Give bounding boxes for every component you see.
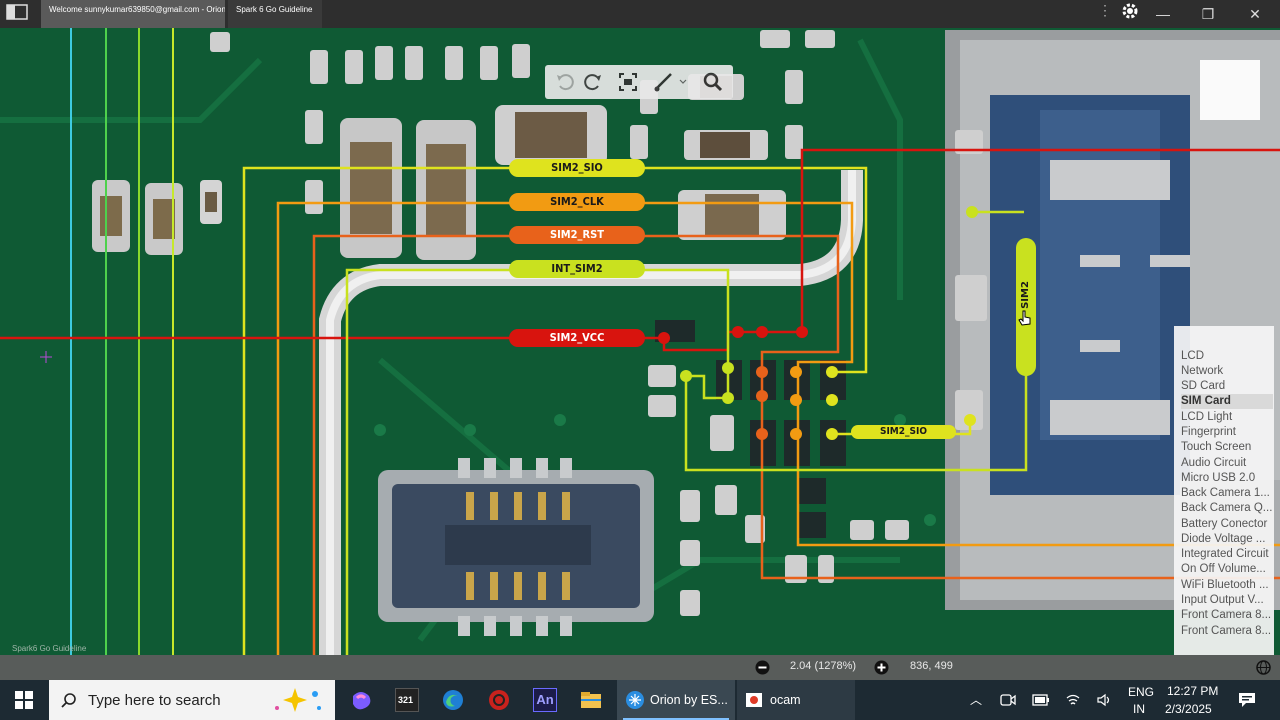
menu-item[interactable]: Fingerprint [1181,426,1236,438]
maximize-button[interactable]: ❐ [1201,6,1215,22]
language-bottom[interactable]: IN [1133,702,1145,716]
tab-spark-guideline-label: Spark 6 Go Guideline [236,5,313,14]
net-label-sim2-sio-top[interactable]: SIM2_SIO [509,159,645,177]
meet-now-icon[interactable] [1000,693,1016,707]
tab-spark-guideline[interactable]: Spark 6 Go Guideline [228,0,322,28]
zoom-level: 2.04 (1278%) [790,660,857,672]
menu-item[interactable]: Front Camera 8... [1181,609,1272,621]
menu-item[interactable]: Micro USB 2.0 [1181,472,1256,484]
rotate-right-icon[interactable] [579,69,605,95]
menu-item[interactable]: WiFi Bluetooth ... [1181,579,1269,591]
menu-item[interactable]: Input Output V... [1181,594,1264,606]
tray-expand-icon[interactable]: ︿ [970,693,983,707]
file-explorer-icon[interactable] [579,688,603,712]
zoom-in-icon[interactable] [874,660,889,675]
watermark-text: Spark6 Go Guideline [12,644,87,653]
chevron-down-icon[interactable] [679,79,687,85]
brush-tool-icon[interactable] [651,69,677,95]
menu-item[interactable]: Network [1181,365,1224,377]
net-label-sim2-rst[interactable]: SIM2_RST [509,226,645,244]
battery-icon[interactable] [1032,694,1050,706]
menu-item[interactable]: Audio Circuit [1181,457,1247,469]
orion-app-icon [626,691,644,709]
globe-icon[interactable] [1256,660,1271,675]
viewer-toolbar [545,65,733,99]
ocam-app-icon [746,693,762,707]
menu-item-selected[interactable]: SIM Card [1181,394,1273,409]
settings-gear-icon[interactable] [1121,2,1139,20]
taskbar-search-box[interactable]: Type here to search [49,680,335,720]
category-menu: LCD Network SD Card SIM Card LCD Light F… [1174,326,1274,657]
search-icon[interactable] [700,69,726,95]
pcb-image [0,28,1280,655]
close-button[interactable]: ✕ [1249,6,1261,22]
hand-cursor-icon [1018,310,1031,326]
more-options-icon[interactable]: ⋮ [1098,2,1112,18]
zoom-out-icon[interactable] [755,660,770,675]
calendar-app-icon[interactable]: 321 [395,688,419,712]
menu-item[interactable]: Front Camera 8... [1181,625,1272,637]
taskbar-app-ocam[interactable]: ocam [737,680,855,720]
windows-taskbar: Type here to search 321 An Orion by ES..… [0,680,1280,720]
search-placeholder: Type here to search [88,692,221,709]
menu-item[interactable]: SD Card [1181,380,1226,392]
menu-item[interactable]: Back Camera Q... [1181,502,1273,514]
menu-item[interactable]: Integrated Circuit [1181,548,1269,560]
windows-start-icon[interactable] [15,691,33,709]
tab-welcome-label: Welcome sunnykumar639850@gmail.com - Ori… [49,5,225,14]
ocam-app-label: ocam [770,693,801,707]
net-label-sim2-slot[interactable]: SIM2 [1020,281,1031,309]
animate-app-icon[interactable]: An [533,688,557,712]
menu-item[interactable]: Battery Conector [1181,518,1268,530]
edge-browser-icon[interactable] [441,688,465,712]
pcb-board-view[interactable]: SIM2_SIO SIM2_CLK SIM2_RST INT_SIM2 SIM2… [0,28,1280,655]
volume-icon[interactable] [1096,693,1112,707]
sparkle-highlight-icon[interactable] [267,684,329,716]
fit-screen-icon[interactable] [615,69,641,95]
menu-item[interactable]: Back Camera 1... [1181,487,1270,499]
minimize-button[interactable]: — [1156,6,1170,22]
search-icon [61,693,76,708]
active-indicator [623,718,729,720]
sidebar-toggle-icon[interactable] [6,4,28,20]
tab-welcome[interactable]: Welcome sunnykumar639850@gmail.com - Ori… [41,0,225,28]
net-label-int-sim2[interactable]: INT_SIM2 [509,260,645,278]
net-label-sim2-clk[interactable]: SIM2_CLK [509,193,645,211]
menu-item[interactable]: Diode Voltage ... [1181,533,1266,545]
clock-time[interactable]: 12:27 PM [1167,684,1219,698]
net-label-sim2-vcc[interactable]: SIM2_VCC [509,329,645,347]
wifi-icon[interactable] [1065,693,1081,707]
rotate-left-icon[interactable] [553,69,579,95]
menu-item[interactable]: On Off Volume... [1181,563,1266,575]
browser-title-bar: Welcome sunnykumar639850@gmail.com - Ori… [0,0,1280,28]
language-top[interactable]: ENG [1128,685,1155,699]
cursor-coordinates: 836, 499 [910,660,953,672]
clock-date[interactable]: 2/3/2025 [1165,702,1212,716]
orion-app-label: Orion by ES... [650,693,728,707]
red-app-icon[interactable] [487,688,511,712]
copilot-icon[interactable] [349,688,373,712]
net-label-sim2-sio-bottom[interactable]: SIM2_SIO [851,425,956,439]
calendar-day: 321 [398,695,414,705]
menu-item[interactable]: LCD [1181,350,1205,362]
menu-item[interactable]: LCD Light [1181,411,1233,423]
menu-item[interactable]: Touch Screen [1181,441,1252,453]
notification-icon[interactable] [1238,692,1256,708]
viewer-status-bar: 2.04 (1278%) 836, 499 [0,655,1280,680]
taskbar-app-orion[interactable]: Orion by ES... [617,680,735,720]
